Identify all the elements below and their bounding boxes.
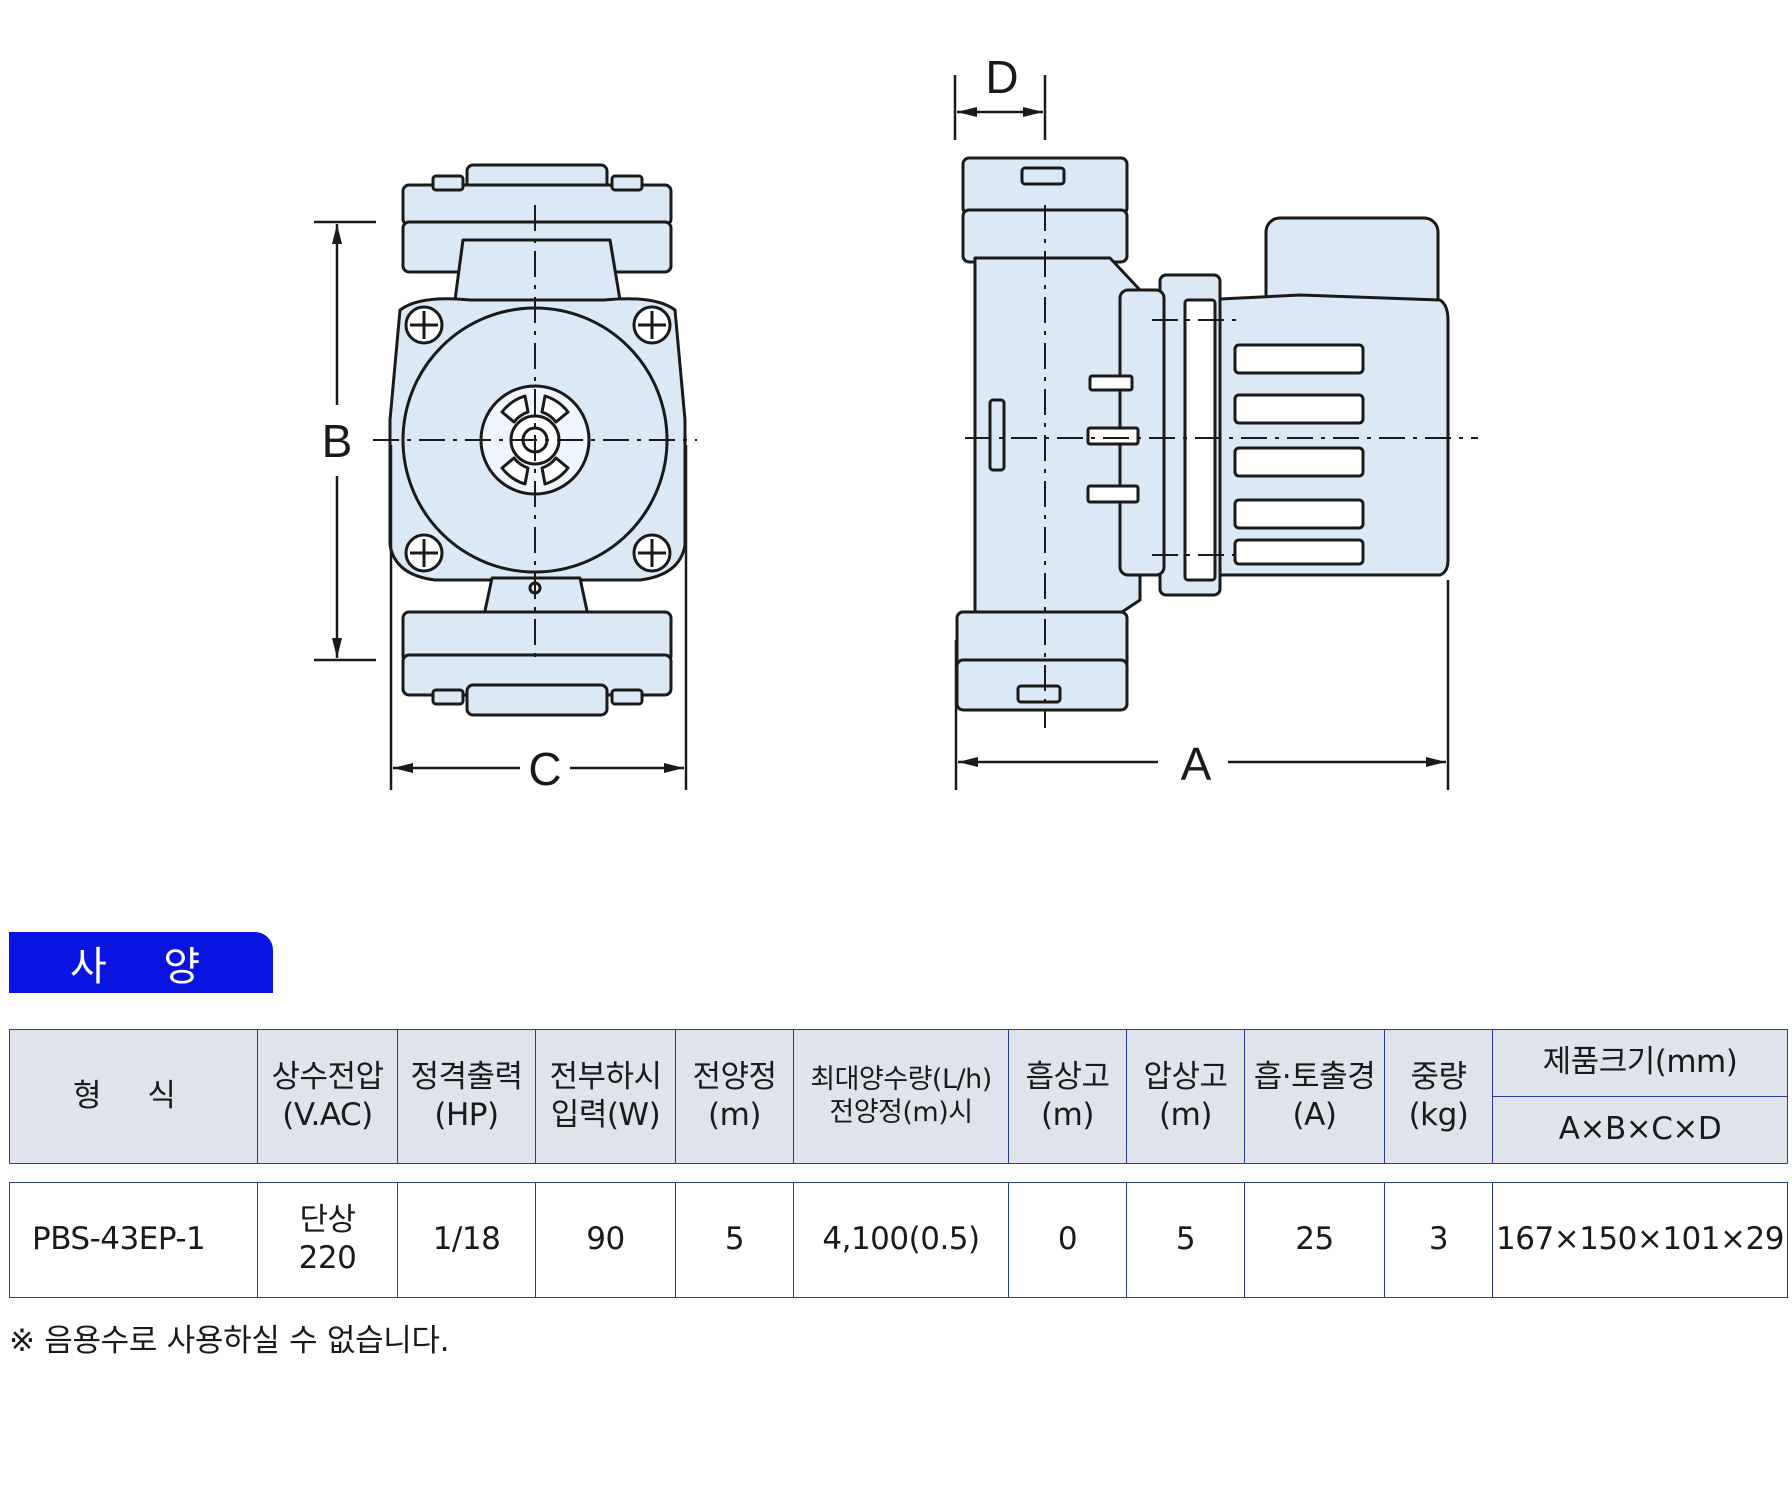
bolt-bottom-left xyxy=(404,533,444,573)
side-view xyxy=(955,156,1450,712)
header-size: 제품크기(mm) xyxy=(1492,1029,1788,1097)
cell-suction: 0 xyxy=(1008,1182,1127,1298)
header-output: 정격출력(HP) xyxy=(397,1029,536,1164)
label-d: D xyxy=(985,51,1018,103)
cell-discharge: 5 xyxy=(1126,1182,1245,1298)
header-head: 전양정(m) xyxy=(675,1029,794,1164)
header-voltage: 상수전압(V.AC) xyxy=(257,1029,398,1164)
cell-output: 1/18 xyxy=(397,1182,536,1298)
cell-model: PBS-43EP-1 xyxy=(9,1182,258,1298)
section-title-tab: 사 양 xyxy=(9,932,273,993)
label-c: C xyxy=(528,743,561,795)
header-bore: 흡·토출경(A) xyxy=(1244,1029,1385,1164)
bolt-top-left xyxy=(404,305,444,345)
header-max-flow: 최대양수량(L/h)전양정(m)시 xyxy=(793,1029,1009,1164)
header-size-sub: A×B×C×D xyxy=(1492,1096,1788,1164)
bolt-top-right xyxy=(632,305,672,345)
dimension-a xyxy=(954,580,1450,790)
header-discharge: 압상고(m) xyxy=(1126,1029,1245,1164)
header-suction: 흡상고(m) xyxy=(1008,1029,1127,1164)
cell-weight: 3 xyxy=(1384,1182,1493,1298)
cell-max-flow: 4,100(0.5) xyxy=(793,1182,1009,1298)
header-model: 형 식 xyxy=(9,1029,258,1164)
dimension-b xyxy=(314,220,376,662)
dimension-c xyxy=(389,445,688,790)
cell-input: 90 xyxy=(535,1182,676,1298)
cell-size: 167×150×101×29 xyxy=(1492,1182,1788,1298)
pump-dimension-drawing: B C xyxy=(314,51,1478,795)
dimension-d xyxy=(953,75,1047,140)
cell-bore: 25 xyxy=(1244,1182,1385,1298)
footnote: ※ 음용수로 사용하실 수 없습니다. xyxy=(9,1323,450,1359)
label-b: B xyxy=(322,415,353,467)
label-a: A xyxy=(1181,738,1212,790)
bolt-bottom-right xyxy=(632,533,672,573)
cell-head: 5 xyxy=(675,1182,794,1298)
header-weight: 중량(kg) xyxy=(1384,1029,1493,1164)
front-view xyxy=(388,163,687,717)
